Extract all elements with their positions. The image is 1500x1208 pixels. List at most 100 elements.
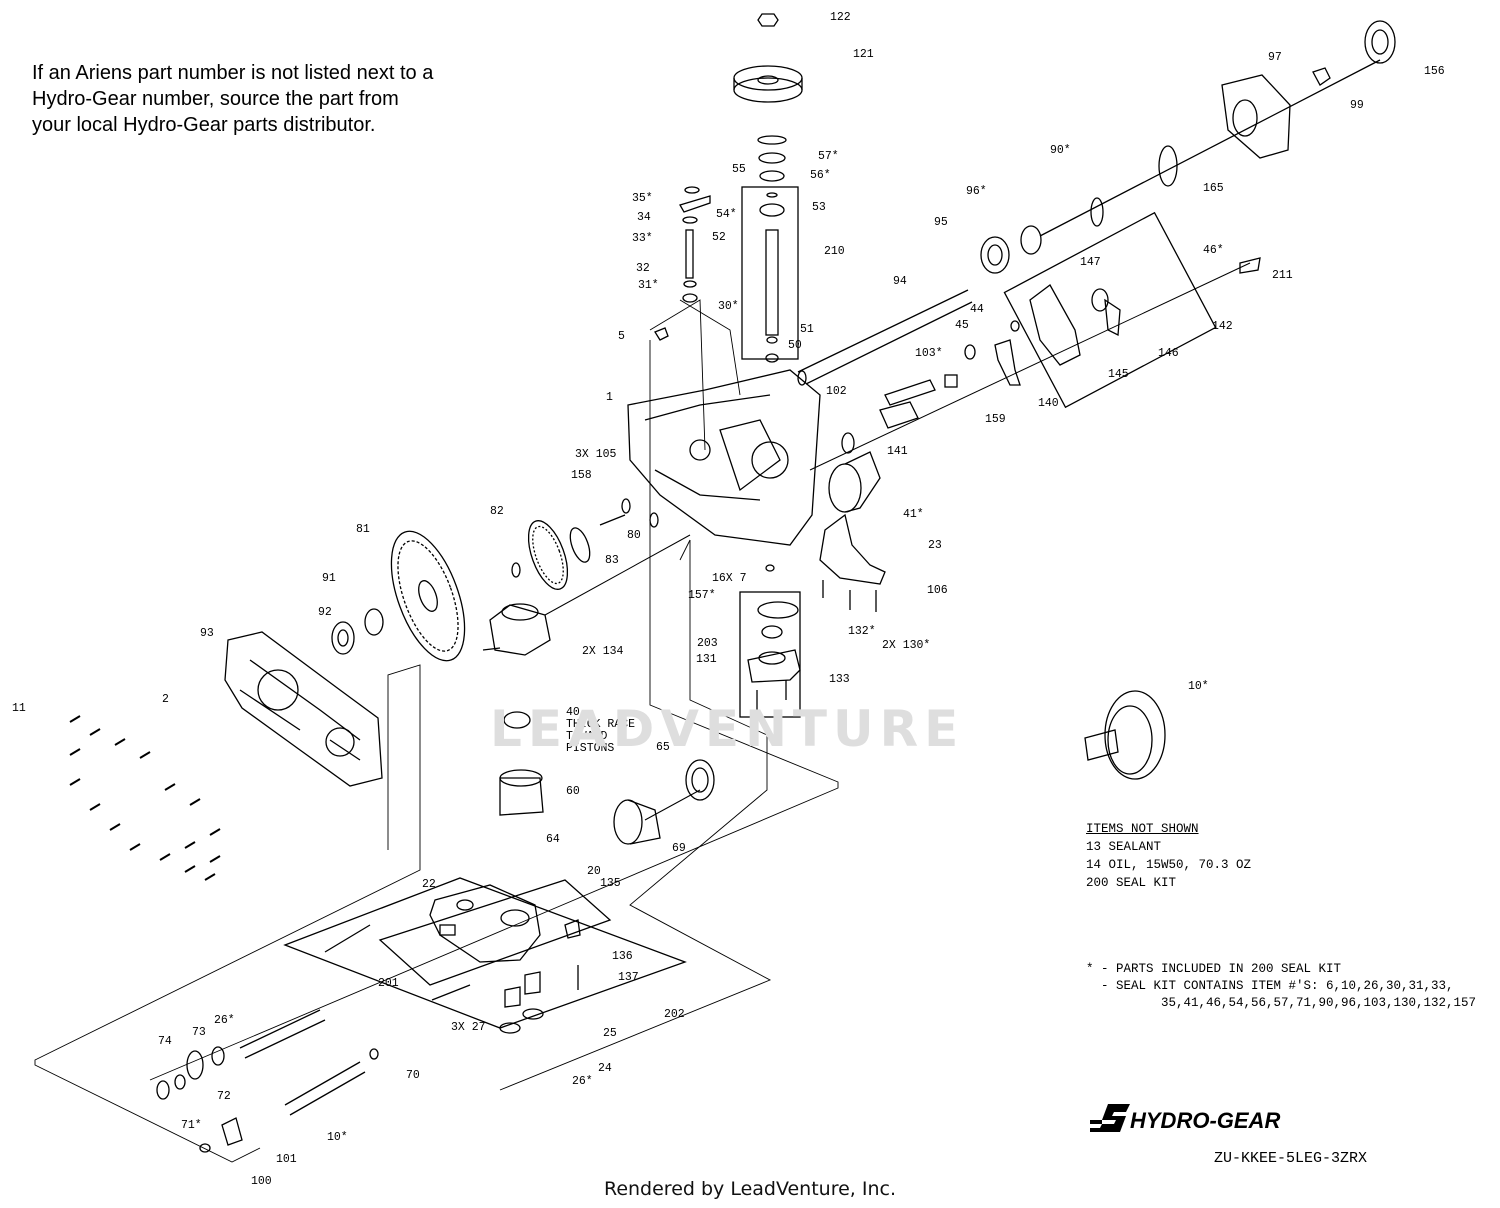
part-callout-label: 74 [158, 1035, 172, 1048]
part-callout-label: 69 [672, 842, 686, 855]
hydro-gear-logo: HYDRO-GEAR [1090, 1104, 1280, 1133]
part-callout-label: 82 [490, 505, 504, 518]
part-callout-label: 159 [985, 413, 1006, 426]
part-callout-label: 10* [1188, 680, 1209, 693]
part-callout-label: 131 [696, 653, 717, 666]
part-callout-label: 156 [1424, 65, 1445, 78]
thick-race-note-line: THICK RACE [566, 718, 635, 731]
part-callout-label: 64 [546, 833, 560, 846]
part-callout-label: 31* [638, 279, 659, 292]
part-callout-label: 70 [406, 1069, 420, 1082]
bracket-211-box [1003, 211, 1217, 409]
part-callout-label: 30* [718, 300, 739, 313]
part-callout-label: 71* [181, 1119, 202, 1132]
filter-part-23 [828, 451, 881, 513]
part-callout-label: 52 [712, 231, 726, 244]
logo-wordmark: HYDRO-GEAR [1130, 1108, 1280, 1133]
part-callout-label: 147 [1080, 256, 1101, 269]
part-callout-label: 73 [192, 1026, 206, 1039]
part-callout-label: 158 [571, 469, 592, 482]
part-callout-label: 83 [605, 554, 619, 567]
part-callout-label: 11 [12, 702, 26, 715]
part-callout-label: 97 [1268, 51, 1282, 64]
part-callout-label: 34 [637, 211, 651, 224]
part-callout-label: 122 [830, 11, 851, 24]
part-callout-label: 201 [378, 977, 399, 990]
sourcing-note-line: Hydro-Gear number, source the part from [32, 88, 399, 110]
bolt-cluster-part-7 [69, 715, 221, 881]
part-callout-label: 26* [214, 1014, 235, 1027]
cylinder-block-part-69 [499, 769, 544, 816]
items-not-shown-heading: ITEMS NOT SHOWN [1086, 822, 1199, 836]
part-callout-label: 142 [1212, 320, 1233, 333]
part-callout-label: 32 [636, 262, 650, 275]
part-callout-label: 137 [618, 971, 639, 984]
part-callout-label: 5 [618, 330, 625, 343]
part-callout-label: 51 [800, 323, 814, 336]
thick-race-note-line: TOWARD [566, 730, 608, 743]
part-callout-label: 211 [1272, 269, 1293, 282]
part-callout-label: 145 [1108, 368, 1129, 381]
part-callout-label: 22 [422, 878, 436, 891]
part-callout-label: 3X 27 [451, 1021, 486, 1034]
part-callout-label: 140 [1038, 397, 1059, 410]
gear-part-91 [390, 530, 466, 662]
part-callout-label: 101 [276, 1153, 297, 1166]
part-callout-label: 65 [656, 741, 670, 754]
bracket-201-box [283, 877, 687, 1029]
part-callout-label: 53 [812, 201, 826, 214]
bracket-202-box [378, 879, 612, 986]
part-callout-label: 203 [697, 637, 718, 650]
gear-part-81 [527, 520, 591, 590]
part-callout-label: 20 [587, 865, 601, 878]
items-not-shown-line: 14 OIL, 15W50, 70.3 OZ [1086, 858, 1252, 872]
part-callout-label: 135 [600, 877, 621, 890]
items-not-shown-line: 13 SEALANT [1086, 840, 1162, 854]
part-callout-label: 72 [217, 1090, 231, 1103]
part-callout-label: 10* [327, 1131, 348, 1144]
part-callout-label: 33* [632, 232, 653, 245]
part-callout-label: 165 [1203, 182, 1224, 195]
part-callout-label: 100 [251, 1175, 272, 1188]
part-callout-label: 90* [1050, 144, 1071, 157]
part-callout-label: 81 [356, 523, 370, 536]
items-not-shown-line: 200 SEAL KIT [1086, 876, 1177, 890]
part-callout-label: 136 [612, 950, 633, 963]
part-callout-label: 24 [598, 1062, 612, 1075]
flange-hub-part-209 [1084, 690, 1166, 780]
part-callout-label: 2 [162, 693, 169, 706]
part-callout-label: 55 [732, 163, 746, 176]
part-callout-label: 26* [572, 1075, 593, 1088]
part-callout-label: 96* [966, 185, 987, 198]
part-callout-label: 44 [970, 303, 984, 316]
bracket-203-box [739, 591, 801, 718]
sourcing-note-line: your local Hydro-Gear parts distributor. [32, 114, 376, 136]
part-callout-label: 121 [853, 48, 874, 61]
watermark: LEADVENTURE [490, 700, 965, 758]
part-callout-label: 132* [848, 625, 876, 638]
bracket-210-box [741, 186, 799, 360]
part-callout-label: 92 [318, 606, 332, 619]
part-callout-label: 103* [915, 347, 943, 360]
part-callout-label: 146 [1158, 347, 1179, 360]
part-callout-label: 2X 134 [582, 645, 624, 658]
part-callout-label: 46* [1203, 244, 1224, 257]
part-callout-label: 210 [824, 245, 845, 258]
part-callout-label: 1 [606, 391, 613, 404]
part-callout-label: 35* [632, 192, 653, 205]
part-callout-label: 3X 105 [575, 448, 617, 461]
part-callout-label: 202 [664, 1008, 685, 1021]
part-callout-label: 91 [322, 572, 336, 585]
part-callout-label: 94 [893, 275, 907, 288]
part-callout-label: 102 [826, 385, 847, 398]
motor-block-part-64 [613, 799, 661, 845]
pulley-part-121 [733, 65, 803, 103]
items-not-shown: ITEMS NOT SHOWN 13 SEALANT 14 OIL, 15W50… [1086, 820, 1251, 892]
part-callout-label: 45 [955, 319, 969, 332]
part-callout-label: 40 [566, 706, 580, 719]
part-callout-label: 16X 7 [712, 572, 747, 585]
part-callout-label: 54* [716, 208, 737, 221]
part-callout-label: 80 [627, 529, 641, 542]
seal-kit-notes: * - PARTS INCLUDED IN 200 SEAL KIT - SEA… [1086, 961, 1476, 1012]
